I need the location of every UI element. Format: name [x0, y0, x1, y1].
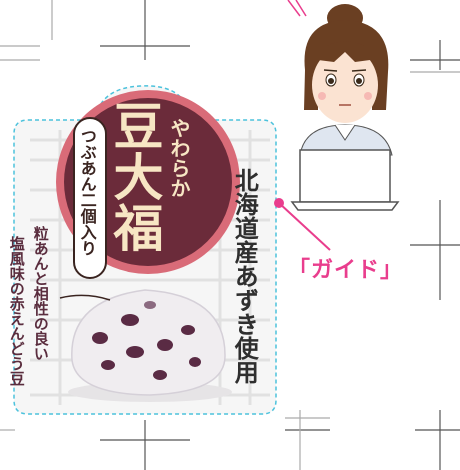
product-name: 豆大福 — [105, 100, 165, 253]
laptop-icon — [290, 149, 400, 211]
product-subtitle: つぶあん二個入り — [77, 128, 97, 256]
product-prefix: やわらか — [167, 118, 191, 198]
mochi-daifuku-icon — [59, 289, 232, 402]
guide-pointer — [274, 0, 331, 251]
description-line-1: 粒あんと相性の良い — [31, 226, 50, 361]
guide-label: 「ガイド」 — [288, 258, 404, 283]
description-line-2: 塩風味の赤えんどう豆 — [7, 236, 26, 386]
subtitle-pill — [73, 117, 107, 279]
product-origin: 北海道産あずき使用 — [230, 168, 260, 384]
person-illustration-icon — [299, 4, 393, 156]
